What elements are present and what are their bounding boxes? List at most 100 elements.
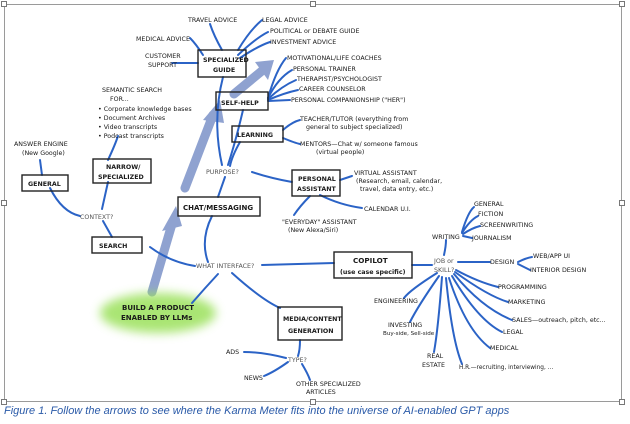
branch-type-news [263, 361, 289, 377]
branch-job-medical [448, 277, 491, 349]
node-everyday-assistant-2: (New Alexa/Siri) [288, 227, 338, 234]
node-semantic-item-1: • Corporate knowledge bases [98, 106, 192, 113]
node-job-skill-1: JOB or [433, 258, 454, 265]
node-real-estate-1: REAL [427, 353, 444, 360]
node-medical: MEDICAL [490, 345, 519, 352]
node-semantic-item-4: • Podcast transcripts [98, 133, 164, 140]
figure-caption: Figure 1. Follow the arrows to see where… [4, 405, 510, 417]
node-learning: LEARNING [237, 132, 273, 139]
chat-messaging-box [177, 196, 261, 217]
branch-selfhelp-companion [267, 99, 291, 102]
guide-arrow-lower-head [162, 206, 182, 231]
node-journalism: JOURNALISM [471, 235, 512, 242]
branch-assistant-calendar [319, 194, 363, 209]
node-personal-assistant-1: PERSONAL [298, 176, 336, 183]
node-narrow-1: NARROW/ [106, 164, 141, 171]
node-ads: ADS [226, 349, 239, 356]
node-sales: SALES—outreach, pitch, etc... [512, 317, 606, 324]
branch-job-realestate [433, 276, 443, 353]
node-investing-1: INVESTING [388, 322, 422, 329]
specialized-guide-box [197, 49, 247, 78]
node-customer-support-1: CUSTOMER [145, 53, 181, 60]
branch-guide-travel [209, 23, 223, 51]
resize-handle-top-right[interactable] [619, 1, 625, 7]
node-screenwriting: SCREENWRITING [480, 222, 533, 229]
node-legal: LEGAL [503, 329, 524, 336]
node-general-writing: GENERAL [474, 201, 504, 208]
search-box [91, 236, 143, 254]
node-political-guide: POLITICAL or DEBATE GUIDE [270, 28, 359, 35]
branch-selfhelp-therapist [267, 79, 297, 100]
branch-writing-journalism [462, 235, 473, 239]
node-specialized-guide-2: GUIDE [213, 67, 235, 74]
branch-purpose-assistant [251, 171, 293, 183]
branch-job-writing [443, 239, 447, 256]
node-answer-engine-1: ANSWER ENGINE [14, 141, 68, 148]
resize-handle-left[interactable] [1, 200, 7, 206]
node-type: TYPE? [287, 357, 307, 364]
node-career-counselor: CAREER COUNSELOR [299, 86, 366, 93]
resize-handle-top-left[interactable] [1, 1, 7, 7]
node-investment-advice: INVESTMENT ADVICE [270, 39, 336, 46]
branch-selfhelp-career [267, 89, 299, 101]
branch-writing-screen [462, 225, 481, 235]
narrow-box [92, 158, 152, 184]
node-copilot-1: COPILOT [353, 256, 388, 265]
branch-job-legal [451, 275, 503, 333]
branch-guide-medical [189, 37, 204, 56]
node-medical-advice: MEDICAL ADVICE [136, 36, 190, 43]
build-product-highlight [100, 293, 216, 333]
node-marketing: MARKETING [508, 299, 546, 306]
node-other-articles-2: ARTICLES [306, 389, 336, 396]
branch-job-investing [409, 275, 440, 323]
node-context: CONTEXT? [80, 214, 113, 221]
resize-handle-bottom-left[interactable] [1, 399, 7, 405]
node-mentors-1: MENTORS—Chat w/ someone famous [300, 141, 418, 148]
guide-arrows [147, 60, 274, 297]
branch-purpose-chat [217, 176, 226, 198]
node-companionship: PERSONAL COMPANIONSHIP ("HER") [291, 97, 406, 104]
branch-guide-political [237, 31, 269, 56]
node-other-articles-1: OTHER SPECIALIZED [296, 381, 361, 388]
node-semantic-search-1: SEMANTIC SEARCH [102, 87, 162, 94]
node-virtual-assistant-1: VIRTUAL ASSISTANT [354, 170, 417, 177]
branch-job-hr [445, 277, 463, 365]
node-semantic-search-2: FOR... [110, 96, 129, 103]
node-semantic-item-2: • Document Archives [98, 115, 165, 122]
resize-handle-top[interactable] [310, 1, 316, 7]
node-teacher-2: general to subject specialized) [306, 124, 402, 131]
node-search: SEARCH [99, 243, 127, 250]
node-virtual-assistant-3: travel, data entry, etc.) [360, 186, 433, 193]
node-everyday-assistant-1: "EVERYDAY" ASSISTANT [282, 219, 357, 226]
node-personal-assistant-2: ASSISTANT [297, 186, 336, 193]
branch-general-answer [39, 159, 43, 176]
node-semantic-item-3: • Video transcripts [98, 124, 157, 131]
branch-media-type [297, 339, 301, 357]
node-motivational: MOTIVATIONAL/LIFE COACHES [287, 55, 382, 62]
branch-job-engineering [403, 272, 438, 299]
branch-learning-purpose [229, 141, 241, 167]
branch-job-sales [453, 273, 513, 321]
node-investing-2: Buy-side, Sell-side [383, 331, 435, 337]
node-fiction: FICTION [478, 211, 504, 218]
node-therapist: THERAPIST/PSYCHOLOGIST [296, 76, 382, 83]
learning-box [231, 125, 284, 143]
branch-narrow-context [101, 181, 109, 210]
resize-handle-bottom-right[interactable] [619, 399, 625, 405]
node-hr: H.R.—recruiting, interviewing, ... [459, 365, 553, 371]
node-engineering: ENGINEERING [374, 298, 418, 305]
node-media-generation-2: GENERATION [288, 328, 334, 335]
branch-design-interior [517, 263, 531, 271]
node-narrow-2: SPECIALIZED [98, 174, 144, 181]
guide-arrow-mid [180, 110, 218, 193]
node-news: NEWS [244, 375, 263, 382]
resize-handle-right[interactable] [619, 200, 625, 206]
node-answer-engine-2: (New Google) [22, 150, 65, 157]
branch-guide-purpose [216, 76, 224, 166]
branch-type-ads [243, 351, 287, 359]
resize-handle-bottom[interactable] [310, 399, 316, 405]
branch-job-programming [455, 269, 499, 288]
general-box [21, 174, 69, 192]
branch-chat-interface [203, 215, 213, 263]
